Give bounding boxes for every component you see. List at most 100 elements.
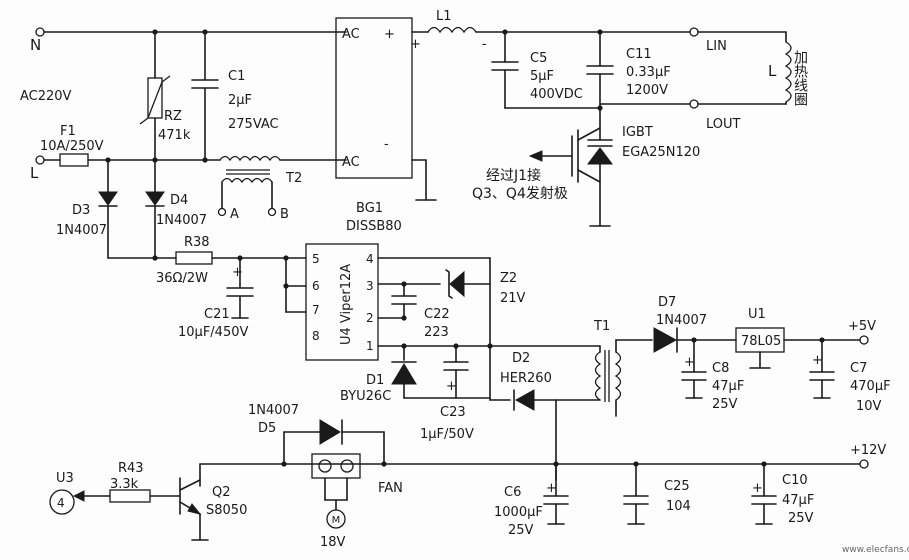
label-d5-value: 1N4007 (248, 403, 299, 418)
label-c11-value1: 0.33μF (626, 65, 671, 80)
label-t1: T1 (593, 319, 610, 334)
fan-connector (311, 453, 361, 479)
label-f1: F1 (60, 124, 76, 139)
labels: N L AC220V F1 10A/250V RZ 471k C1 2μF 27… (20, 9, 909, 555)
label-igbt: IGBT (622, 125, 653, 140)
label-d2-value: HER260 (500, 371, 552, 386)
label-rz-value: 471k (158, 128, 191, 143)
ic-u3-pin (49, 489, 75, 515)
label-c8-value1: 47μF (712, 379, 744, 394)
label-c21-value: 10μF/450V (178, 325, 248, 340)
label-bg1: BG1 (356, 201, 383, 216)
label-c6: C6 (504, 485, 521, 500)
label-t2-b: B (280, 207, 289, 222)
label-igbt-value: EGA25N120 (622, 145, 700, 160)
label-u1: U1 (748, 307, 766, 322)
diode-d5 (319, 419, 341, 445)
pin-8: 8 (312, 329, 320, 343)
regulator-5v (653, 327, 869, 399)
fan-section: M (49, 419, 869, 541)
svg-text:M: M (332, 515, 341, 526)
label-f1-value: 10A/250V (40, 139, 104, 154)
label-d1-value: BYU26C (340, 389, 391, 404)
label-d4: D4 (170, 193, 188, 208)
fuse-f1 (59, 153, 89, 167)
pin-3: 3 (366, 279, 374, 293)
label-t2-a: A (230, 207, 239, 222)
label-l: L (30, 164, 39, 182)
label-c21: C21 (204, 307, 230, 322)
mains-section (35, 27, 347, 261)
label-c22: C22 (424, 307, 450, 322)
power-stage (335, 17, 792, 227)
label-d7: D7 (658, 295, 676, 310)
label-d4-value: 1N4007 (156, 213, 207, 228)
label-c7-value1: 470μF (850, 379, 891, 394)
label-lout: LOUT (706, 117, 741, 132)
label-c5-value2: 400VDC (530, 87, 583, 102)
label-c7-plus: + (812, 353, 823, 368)
heating-coil (784, 41, 792, 103)
label-d7-value: 1N4007 (656, 313, 707, 328)
label-t2: T2 (285, 171, 302, 186)
label-ac220v: AC220V (20, 89, 72, 104)
label-c22-value: 223 (424, 325, 449, 340)
label-c6-value1: 1000μF (494, 505, 543, 520)
ic-viper12a (305, 243, 379, 361)
diode-d7 (653, 327, 678, 353)
diode-d1 (391, 363, 417, 385)
label-coil-l: L (768, 62, 777, 80)
terminal-n (35, 27, 45, 37)
pin-2: 2 (366, 311, 374, 325)
aux-supply (175, 243, 653, 481)
label-rz: RZ (164, 109, 182, 124)
label-c23-plus: + (446, 379, 457, 394)
label-d3-value: 1N4007 (56, 223, 107, 238)
label-c6-value2: 25V (508, 523, 534, 538)
label-r43-value: 3.3k (110, 477, 139, 492)
label-fan: FAN (378, 481, 403, 496)
label-bridge-plus: + (384, 27, 395, 42)
label-heating-coil: 加热线圈 (792, 50, 808, 107)
label-l1-minus: - (482, 37, 487, 52)
transformer-t1-secondary (614, 351, 622, 401)
label-c10: C10 (782, 473, 808, 488)
label-d1: D1 (366, 373, 384, 388)
pin-7: 7 (312, 303, 320, 317)
label-c8: C8 (712, 361, 729, 376)
label-ac-bottom: AC (342, 155, 360, 170)
label-q2: Q2 (212, 485, 231, 500)
label-plus12v: +12V (850, 443, 886, 458)
label-c8-value2: 25V (712, 397, 738, 412)
bridge-rectifier-bg1 (335, 17, 413, 179)
label-lin: LIN (706, 39, 727, 54)
label-bridge-minus: - (384, 137, 389, 152)
label-c11-value2: 1200V (626, 83, 668, 98)
label-bg1-value: DISSB80 (346, 219, 402, 234)
label-u3: U3 (56, 471, 74, 486)
label-q2-value: S8050 (206, 503, 247, 518)
transformer-t2-primary (219, 155, 281, 162)
label-c1: C1 (228, 69, 245, 84)
transformer-t2-secondary (221, 177, 273, 184)
label-c7-value2: 10V (856, 399, 882, 414)
label-d3: D3 (72, 203, 90, 218)
pin-6: 6 (312, 279, 320, 293)
label-c10-plus: + (752, 481, 763, 496)
label-ac-top: AC (342, 27, 360, 42)
igbt-body-diode (587, 147, 613, 165)
label-plus5v: +5V (848, 319, 876, 334)
label-d5: D5 (258, 421, 276, 436)
label-l1-plus: + (410, 37, 421, 52)
label-r43: R43 (118, 461, 144, 476)
label-c21-plus: + (232, 265, 243, 280)
pin-4: 4 (366, 252, 374, 266)
label-c25-value: 104 (666, 499, 691, 514)
label-c1-value2: 275VAC (228, 117, 279, 132)
label-u3-pin: 4 (57, 496, 65, 510)
label-c10-value1: 47μF (782, 493, 814, 508)
label-c10-value2: 25V (788, 511, 814, 526)
label-c23-value: 1μF/50V (420, 427, 474, 442)
